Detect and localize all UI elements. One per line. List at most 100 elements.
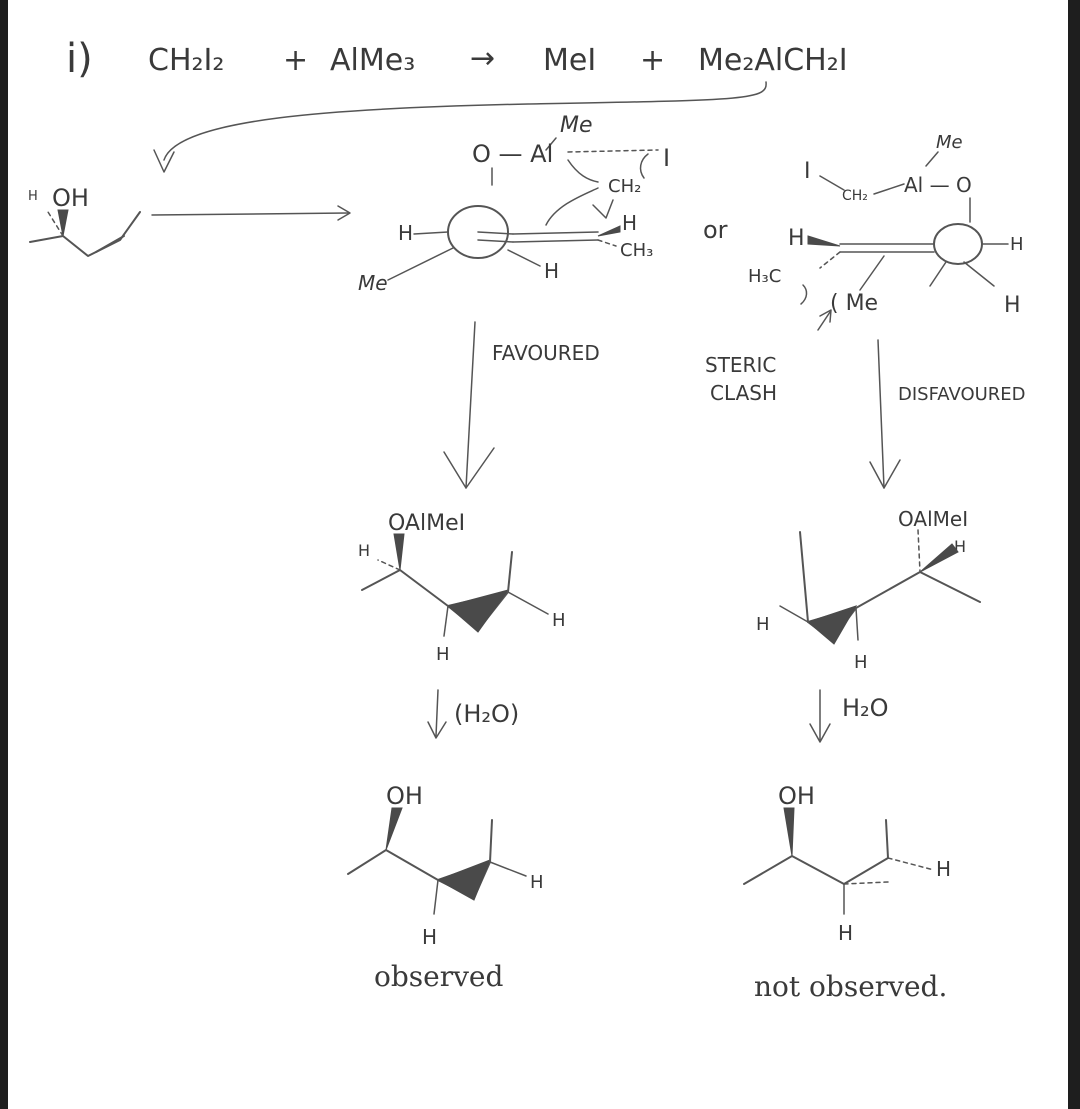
plus-sign-1: + <box>283 43 308 78</box>
int1-wedge-o <box>393 533 405 571</box>
water-right: H₂O <box>842 694 889 722</box>
reaction-scheme: i) CH₂I₂ + AlMe₃ → MeI + Me₂AlCH₂I H OH … <box>28 36 1026 1003</box>
ts2-hash-ch3 <box>819 251 841 269</box>
prod1-h-right-bond <box>489 861 527 877</box>
int2-h-left-bond <box>779 605 809 623</box>
prod1-methyl <box>489 819 493 863</box>
steric-arrow <box>817 311 831 331</box>
ts1-curly-arrow <box>545 187 599 226</box>
ts1-curly-arrow-head <box>592 199 614 219</box>
prod1-cyclopropane-wedge <box>436 859 491 901</box>
ts1-al-i-dash <box>567 149 659 153</box>
prod1-h-bottom: H <box>422 925 437 949</box>
int1-h-top: H <box>358 541 370 560</box>
start-skeleton <box>29 211 141 257</box>
ts1-hash-ch3 <box>597 239 617 247</box>
ts2-ch2-al-bond <box>873 183 905 195</box>
ts1-o-al: O — Al <box>472 140 553 168</box>
ts2-extra-bond <box>929 261 947 287</box>
plus-sign-2: + <box>640 43 665 78</box>
prod2-skeleton <box>743 855 889 885</box>
int1-h-right-bond <box>507 591 549 615</box>
int1-oal: OAlMeI <box>388 511 465 536</box>
ts2-me-bond <box>925 151 939 167</box>
curved-reagent-arrow <box>163 81 767 161</box>
int2-wedge-h <box>919 543 959 573</box>
ts1-i-arrow <box>639 153 649 179</box>
product-me2alch2i: Me₂AlCH₂I <box>698 43 848 78</box>
ts1-h-left-bond <box>413 231 449 235</box>
disfavoured-arrow <box>877 339 885 489</box>
start-wedge-oh <box>57 209 69 237</box>
ts2-ch2: CH₂ <box>842 188 868 204</box>
ts2-h-left: H <box>788 226 805 251</box>
start-h: H <box>28 189 38 204</box>
int1-h-bottom: H <box>436 644 450 665</box>
ts2-clash-left <box>800 284 808 305</box>
ts1-h-right: H <box>622 211 637 235</box>
reactant-almme3: AlMe₃ <box>330 43 415 78</box>
start-oh: OH <box>52 184 89 212</box>
ts2-h-right: H <box>1010 234 1024 255</box>
prod2-hash-h <box>887 857 935 871</box>
prod1-wedge-oh <box>385 807 403 851</box>
ts2-newman-circle <box>933 223 983 265</box>
ts2-h-bottom-bond <box>963 261 995 287</box>
favoured-arrow <box>465 321 476 489</box>
ts2-i-bond <box>819 175 845 191</box>
ts1-ch2: CH₂ <box>608 176 641 197</box>
not-observed-caption: not observed. <box>754 970 947 1003</box>
observed-caption: observed <box>374 960 503 993</box>
int1-h-right: H <box>552 610 566 631</box>
ts2-h3c: H₃C <box>748 266 781 287</box>
ts1-ch3: CH₃ <box>620 240 653 261</box>
ts2-h-bottom: H <box>1004 293 1021 318</box>
int1-methyl <box>507 551 513 593</box>
ts1-al-ch2-bond <box>567 159 599 183</box>
start-double-bond <box>95 235 125 253</box>
favoured-arrow-head <box>443 447 495 489</box>
reaction-arrow: → <box>470 41 495 76</box>
int1-hash-h <box>377 559 401 571</box>
prod1-h-bottom-bond <box>433 879 439 915</box>
ts1-h-left: H <box>398 221 413 245</box>
hydrolysis-arrow-left <box>435 689 439 737</box>
ts1-i: I <box>663 144 670 172</box>
prod2-wedge-oh <box>783 807 795 857</box>
ts1-me-left: Me <box>358 271 388 295</box>
int2-methyl <box>799 531 809 623</box>
prod2-h-bottom: H <box>838 921 853 945</box>
ts1-h-bottom: H <box>544 259 559 283</box>
hydrolysis-arrow-right-head <box>809 723 831 743</box>
int2-h-bottom-bond <box>855 607 859 641</box>
prod2-oh: OH <box>778 782 815 810</box>
start-hash-h <box>47 211 64 237</box>
prod1-oh: OH <box>386 782 423 810</box>
prod2-h-right: H <box>936 857 951 881</box>
prod2-methyl <box>885 819 889 859</box>
prod2-hash-ring <box>843 881 889 885</box>
ts1-wedge-h <box>597 225 621 237</box>
steric-label: STERIC <box>705 353 776 377</box>
ts1-me-left-bond <box>387 247 454 281</box>
int1-cyclopropane-wedge <box>446 589 510 633</box>
ts2-me-bond <box>859 255 885 291</box>
int2-oal: OAlMeI <box>898 507 968 531</box>
reactant-ch2i2: CH₂I₂ <box>148 43 224 78</box>
ts2-me-top: Me <box>936 132 963 153</box>
step-label: i) <box>66 36 93 82</box>
ts1-double-bond-1 <box>477 231 514 243</box>
ts2-i: I <box>804 159 811 184</box>
int1-h-bottom-bond <box>443 605 449 637</box>
curved-arrow-head <box>153 149 175 173</box>
ts1-double-bond-2 <box>512 231 599 243</box>
ts2-double-bond <box>839 243 935 253</box>
int2-h-bottom: H <box>854 652 868 673</box>
disfavoured-arrow-head <box>869 459 901 489</box>
clash-label: CLASH <box>710 381 777 405</box>
int2-h-left: H <box>756 614 770 635</box>
ts2-al-o: Al — O <box>904 173 972 197</box>
main-reaction-arrow <box>151 212 349 216</box>
or-label: or <box>703 216 728 244</box>
disfavoured-label: DISFAVOURED <box>898 384 1026 405</box>
